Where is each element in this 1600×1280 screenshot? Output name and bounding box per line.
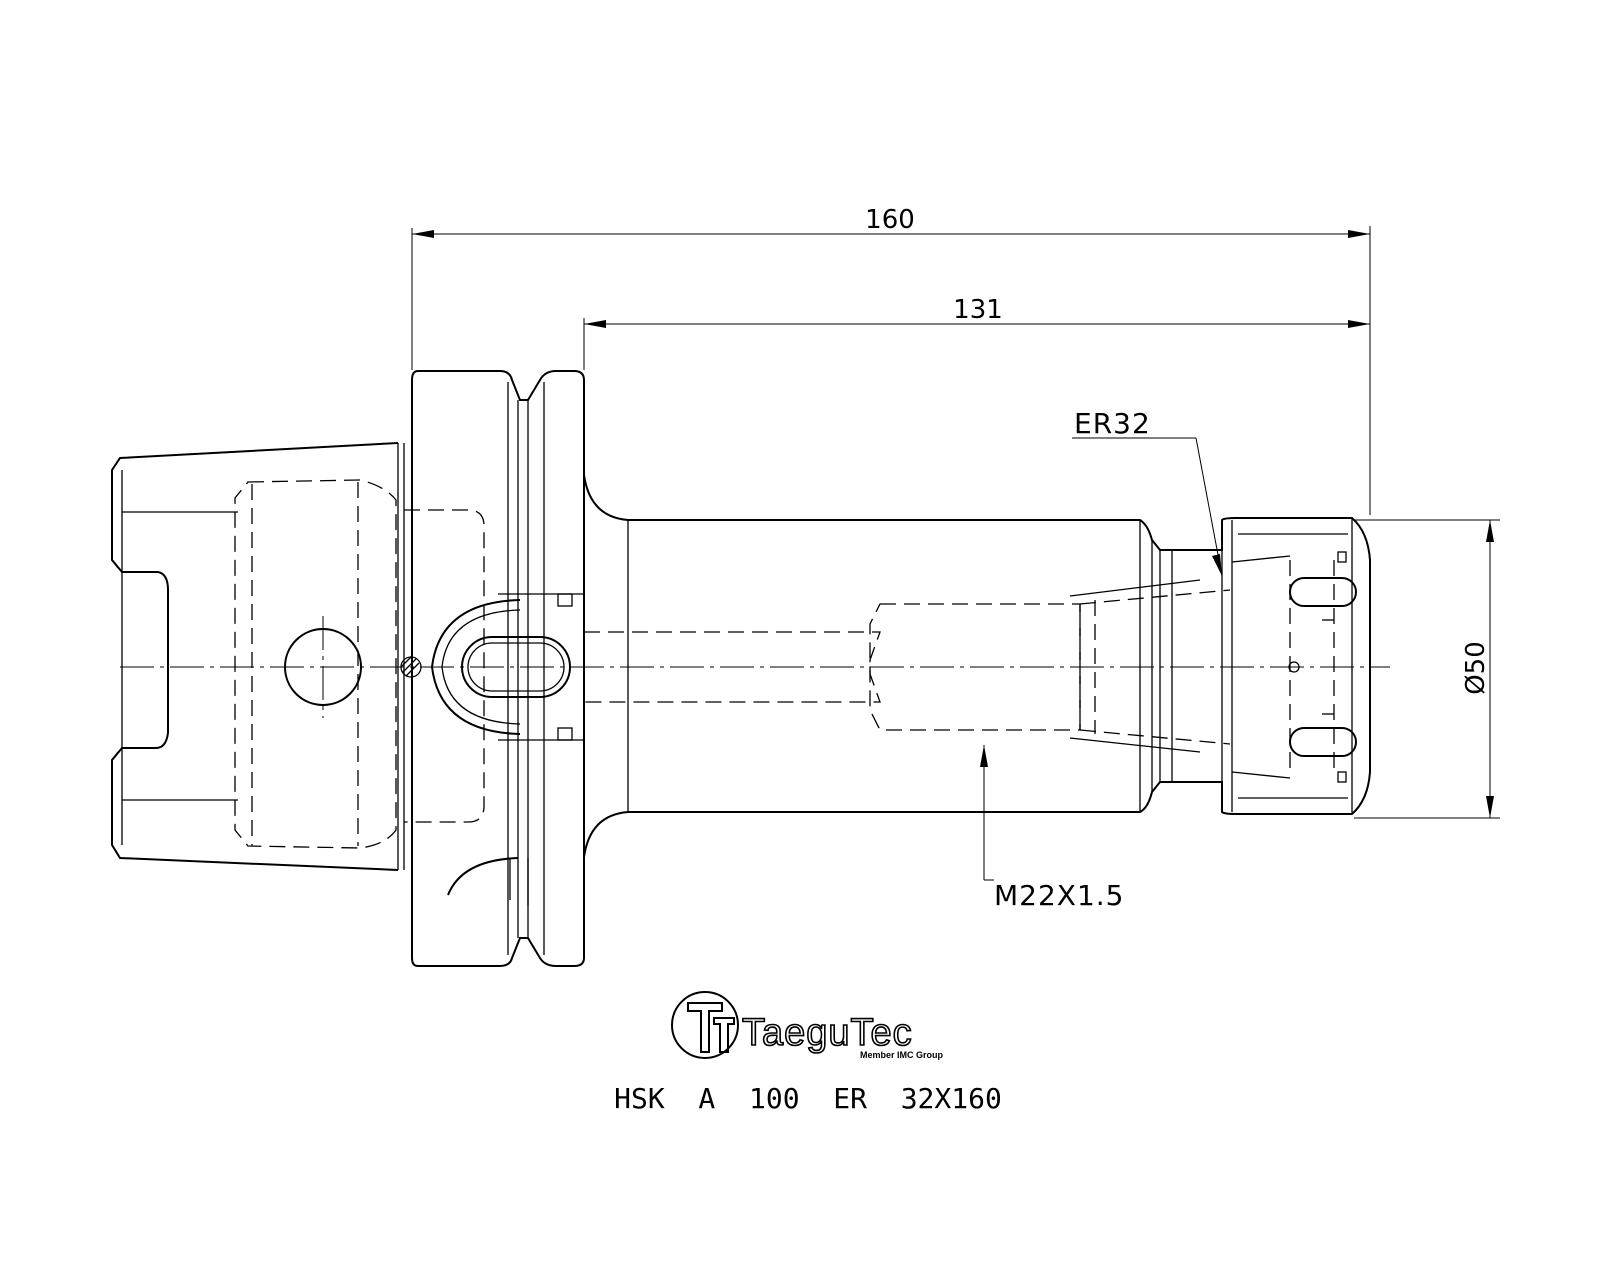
hsk-taper-shank xyxy=(111,442,485,871)
tool-holder xyxy=(111,370,1390,967)
taegutec-logo: TaeguTec Member IMC Group xyxy=(671,991,944,1060)
brand-name: TaeguTec xyxy=(742,1012,913,1054)
callout-collet: ER32 xyxy=(1072,407,1223,577)
flange xyxy=(411,370,585,967)
part-designation: HSK A 100 ER 32X160 xyxy=(614,1082,1002,1115)
dim-131-label: 131 xyxy=(953,295,1003,325)
dimension-diameter: Ø50 xyxy=(1354,519,1500,819)
thread-label: M22X1.5 xyxy=(994,879,1125,912)
taegutec-logo-ring xyxy=(671,991,739,1059)
brand-tagline: Member IMC Group xyxy=(860,1050,944,1060)
taegutec-logo-mark xyxy=(687,1002,723,1053)
dim-diameter-label: Ø50 xyxy=(1461,641,1491,695)
collet-label: ER32 xyxy=(1074,407,1151,440)
body-shank xyxy=(583,474,1371,858)
dim-160-label: 160 xyxy=(865,205,915,235)
callout-thread: M22X1.5 xyxy=(980,745,1125,912)
dimension-shank-length: 131 xyxy=(583,295,1370,370)
dimension-overall-length: 160 xyxy=(411,205,1371,515)
